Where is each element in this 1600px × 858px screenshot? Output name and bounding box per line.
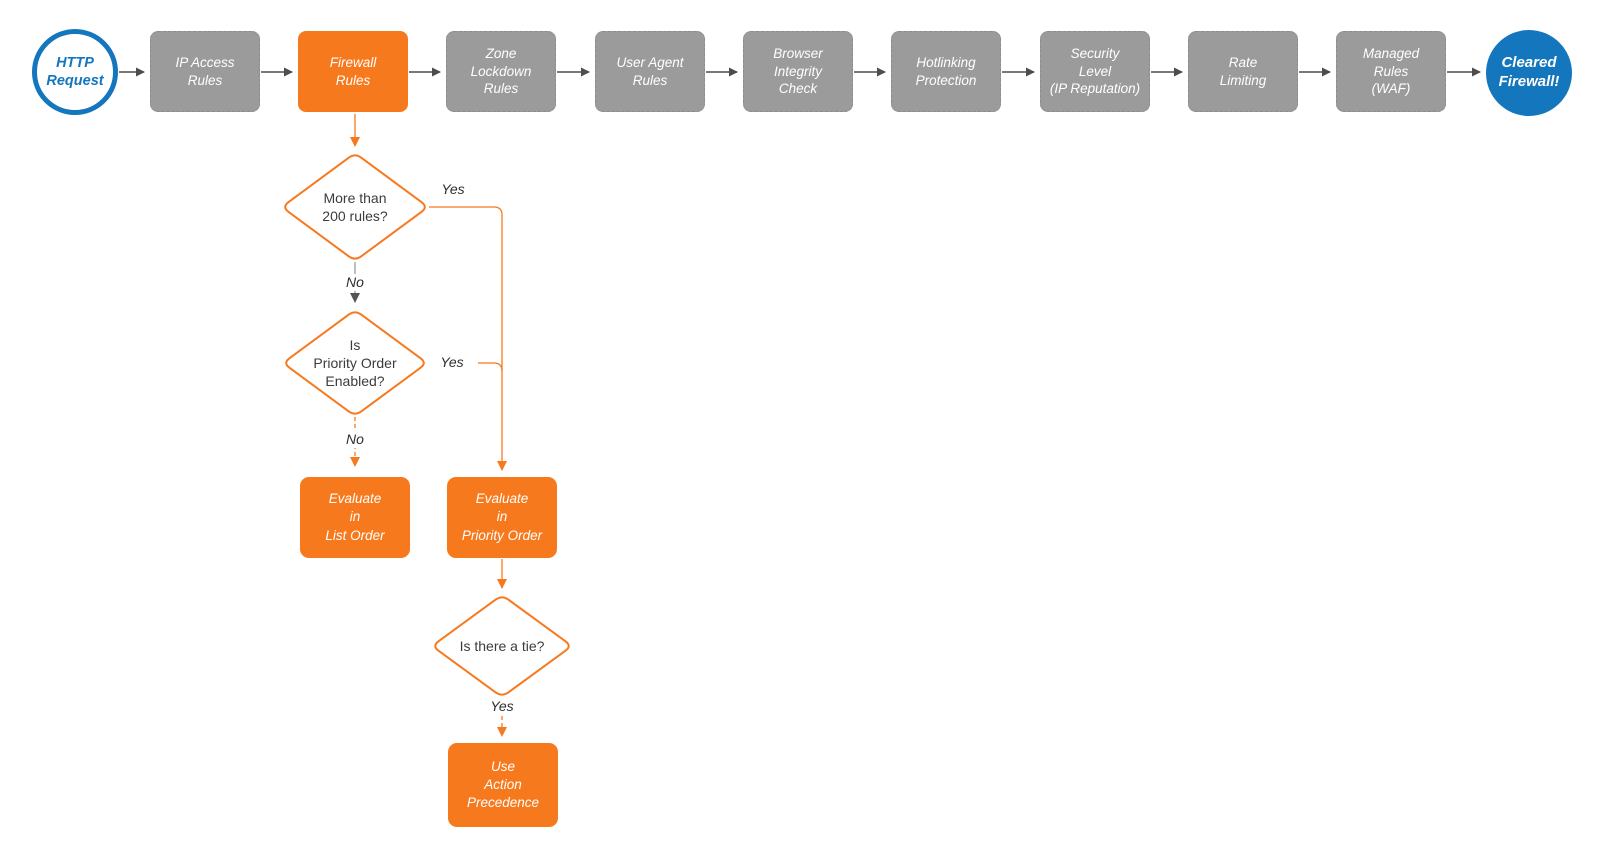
stage-hotlinking-protection: Hotlinking Protection	[891, 31, 1001, 112]
edge-label-yes-decision2: Yes	[426, 354, 478, 371]
stage-ip-access-rules: IP Access Rules	[150, 31, 260, 112]
start-node-label: HTTP Request	[46, 54, 104, 89]
decision3-diamond	[434, 596, 570, 696]
decision2-priority-order-enabled: Is Priority Order Enabled?	[283, 310, 427, 416]
end-node-label: Cleared Firewall!	[1498, 54, 1560, 90]
stage-label: User Agent Rules	[616, 54, 684, 88]
action-evaluate-in-priority-order: Evaluate in Priority Order	[447, 477, 557, 558]
decision-label: Is Priority Order Enabled?	[313, 336, 397, 390]
stage-user-agent-rules: User Agent Rules	[595, 31, 705, 112]
end-node-cleared-firewall: Cleared Firewall!	[1486, 30, 1572, 116]
stage-browser-integrity-check: Browser Integrity Check	[743, 31, 853, 112]
edge-label-yes-decision3: Yes	[476, 698, 528, 715]
stage-managed-rules-waf: Managed Rules (WAF)	[1336, 31, 1446, 112]
stage-label: Security Level (IP Reputation)	[1049, 46, 1141, 97]
stage-zone-lockdown-rules: Zone Lockdown Rules	[446, 31, 556, 112]
decision-label: More than 200 rules?	[322, 189, 388, 224]
connector-decision1-yes-to-priority-order	[429, 206, 507, 471]
decision3-is-there-a-tie: Is there a tie?	[432, 595, 572, 697]
decision-label: Is there a tie?	[459, 637, 545, 654]
edge-label-no-decision1: No	[329, 274, 381, 291]
decision1-more-than-200-rules: More than 200 rules?	[282, 153, 428, 261]
stage-label: IP Access Rules	[175, 54, 235, 88]
action-evaluate-in-list-order: Evaluate in List Order	[300, 477, 410, 558]
stage-label: Browser Integrity Check	[773, 46, 823, 97]
action-label: Evaluate in Priority Order	[461, 491, 543, 543]
stage-label: Zone Lockdown Rules	[470, 46, 532, 97]
stage-security-level-ip-reputation: Security Level (IP Reputation)	[1040, 31, 1150, 112]
stage-label: Managed Rules (WAF)	[1362, 46, 1420, 97]
edge-label-yes-decision1: Yes	[427, 181, 479, 198]
stage-firewall-rules: Firewall Rules	[298, 31, 408, 112]
stage-label: Rate Limiting	[1219, 54, 1267, 88]
stage-label: Firewall Rules	[329, 54, 377, 88]
stage-label: Hotlinking Protection	[915, 54, 977, 88]
start-node-http-request: HTTP Request	[32, 29, 118, 115]
connector-decision2-yes-merge	[428, 362, 503, 372]
action-label: Evaluate in List Order	[325, 491, 385, 543]
action-use-action-precedence: Use Action Precedence	[448, 743, 558, 827]
decision2-diamond	[285, 311, 425, 415]
stage-rate-limiting: Rate Limiting	[1188, 31, 1298, 112]
decision1-diamond	[284, 154, 426, 260]
edge-label-no-decision2: No	[329, 431, 381, 448]
action-label: Use Action Precedence	[466, 758, 540, 811]
